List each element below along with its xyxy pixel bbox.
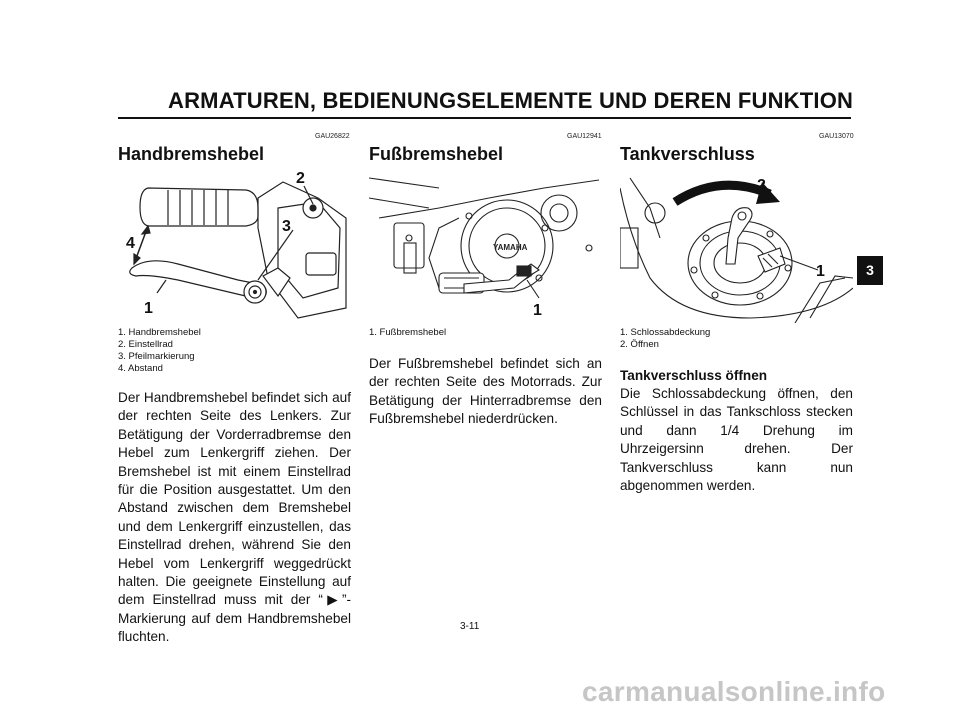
body-text-handbremshebel: Der Handbremshebel befindet sich auf der…	[118, 390, 351, 645]
callout-1: 1	[816, 263, 825, 280]
figure-captions-tankverschluss: 1. Schlossabdeckung 2. Öffnen	[620, 327, 710, 351]
figure-captions-handbremshebel: 1. Handbremshebel 2. Einstellrad 3. Pfei…	[118, 327, 201, 375]
callout-2: 2	[757, 177, 766, 194]
caption-item: 4. Abstand	[118, 363, 163, 374]
body-text-tankverschluss: Die Schlossabdeckung öffnen, den Schlüss…	[620, 386, 853, 494]
page-header-title: ARMATUREN, BEDIENUNGSELEMENTE UND DEREN …	[168, 88, 854, 113]
caption-item: 1. Schlossabdeckung	[620, 327, 711, 338]
section-code-fussbremshebel: GAU12941	[567, 133, 602, 140]
section-title-tankverschluss: Tankverschluss	[620, 144, 755, 164]
callout-1: 1	[144, 300, 153, 317]
page-number: 3-11	[460, 621, 480, 632]
caption-item: 2. Öffnen	[620, 339, 659, 350]
chapter-tab: 3	[857, 256, 883, 285]
handbrake-lever-figure: 1 2 3 4	[126, 170, 347, 319]
caption-item: 1. Handbremshebel	[118, 327, 201, 338]
foot-brake-figure: YAMAHA 1	[369, 177, 600, 319]
section-code-tankverschluss: GAU13070	[819, 133, 854, 140]
header-rule	[118, 117, 851, 119]
body-text-fussbremshebel: Der Fußbremshebel befindet sich an der r…	[369, 356, 602, 427]
section-title-handbremshebel: Handbremshebel	[118, 144, 265, 164]
section-code-handbremshebel: GAU26822	[315, 133, 350, 140]
figure-captions-fussbremshebel: 1. Fußbremshebel	[369, 327, 446, 339]
callout-4: 4	[126, 235, 135, 252]
callout-2: 2	[296, 170, 305, 187]
caption-item: 2. Einstellrad	[118, 339, 173, 350]
fuel-cap-figure: 1 2	[620, 177, 853, 323]
section-title-fussbremshebel: Fußbremshebel	[369, 144, 504, 164]
engine-brand-logo: YAMAHA	[493, 243, 528, 252]
callout-1: 1	[533, 302, 542, 319]
caption-item: 3. Pfeilmarkierung	[118, 351, 195, 362]
watermark: carmanualsonline.info	[582, 676, 886, 707]
subheading-tankverschluss-oeffnen: Tankverschluss öffnen	[620, 368, 768, 383]
caption-item: 1. Fußbremshebel	[369, 327, 447, 338]
callout-3: 3	[282, 218, 291, 235]
